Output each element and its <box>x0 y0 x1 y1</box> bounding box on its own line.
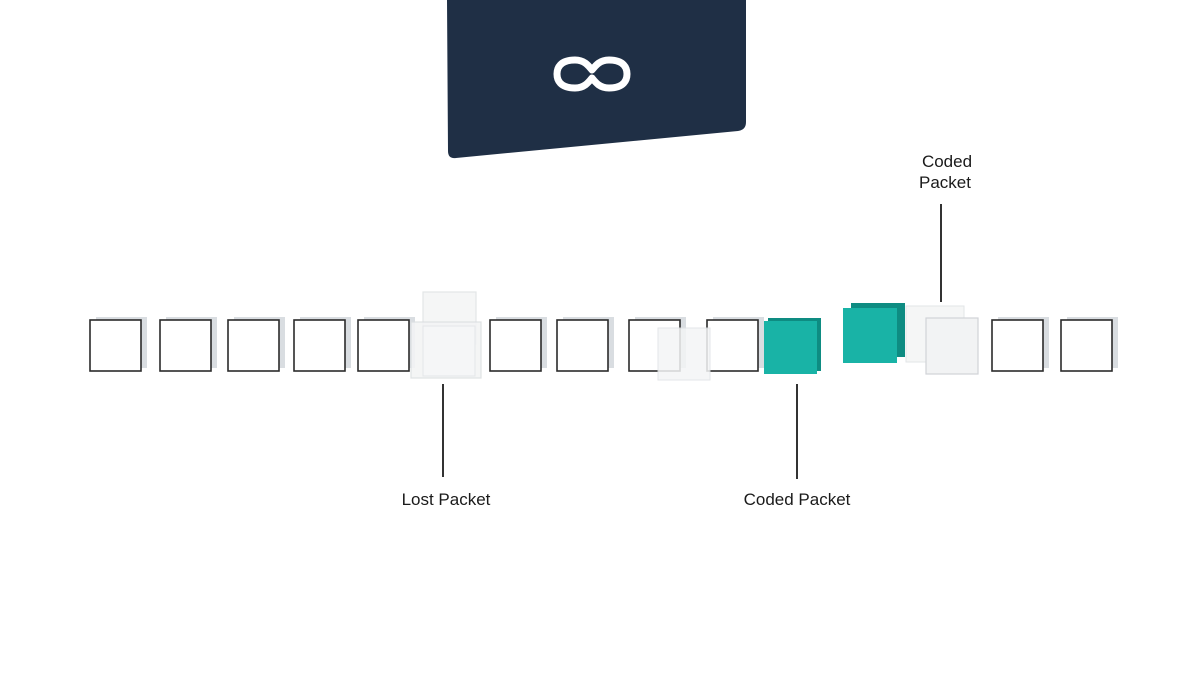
infinity-loop-icon <box>553 56 631 92</box>
packet-row <box>89 291 1118 381</box>
lost-packet-ghost-front <box>422 325 476 377</box>
packet-ghost <box>905 305 979 375</box>
packet-coded-raised <box>843 303 905 363</box>
packet-normal <box>159 317 217 372</box>
packet-normal <box>227 317 285 372</box>
packet-box <box>489 319 542 372</box>
coded-packet-bottom-label: Coded Packet <box>744 490 851 509</box>
lost-packet-label: Lost Packet <box>402 490 491 509</box>
packet-box <box>89 319 142 372</box>
packet-normal <box>556 317 614 372</box>
packet-box <box>293 319 346 372</box>
coded-packet-top-label-line2: Packet <box>919 173 971 192</box>
packet-normal <box>991 317 1049 372</box>
packet-normal <box>706 317 764 372</box>
packet-box <box>991 319 1044 372</box>
packet-ghost-overlay <box>657 327 711 381</box>
packet-lost <box>410 291 482 379</box>
ghost-packet-front <box>925 317 979 375</box>
packet-box <box>1060 319 1113 372</box>
packet-box <box>227 319 280 372</box>
packet-box <box>556 319 609 372</box>
packet-normal <box>357 317 415 372</box>
banner <box>447 0 746 159</box>
coded-packet-top-label-line1: Coded <box>922 152 972 171</box>
packet-normal <box>293 317 351 372</box>
packet-box <box>357 319 410 372</box>
packet-box <box>706 319 759 372</box>
coded-packet-raised-face <box>843 308 897 363</box>
labels: Lost Packet Coded Packet Coded Packet <box>402 152 972 509</box>
packet-normal <box>489 317 547 372</box>
packet-normal <box>89 317 147 372</box>
leader-lines <box>442 204 942 479</box>
packet-normal <box>1060 317 1118 372</box>
packet-box <box>159 319 212 372</box>
packet-coded <box>764 318 821 374</box>
coded-packet-face <box>764 321 817 374</box>
